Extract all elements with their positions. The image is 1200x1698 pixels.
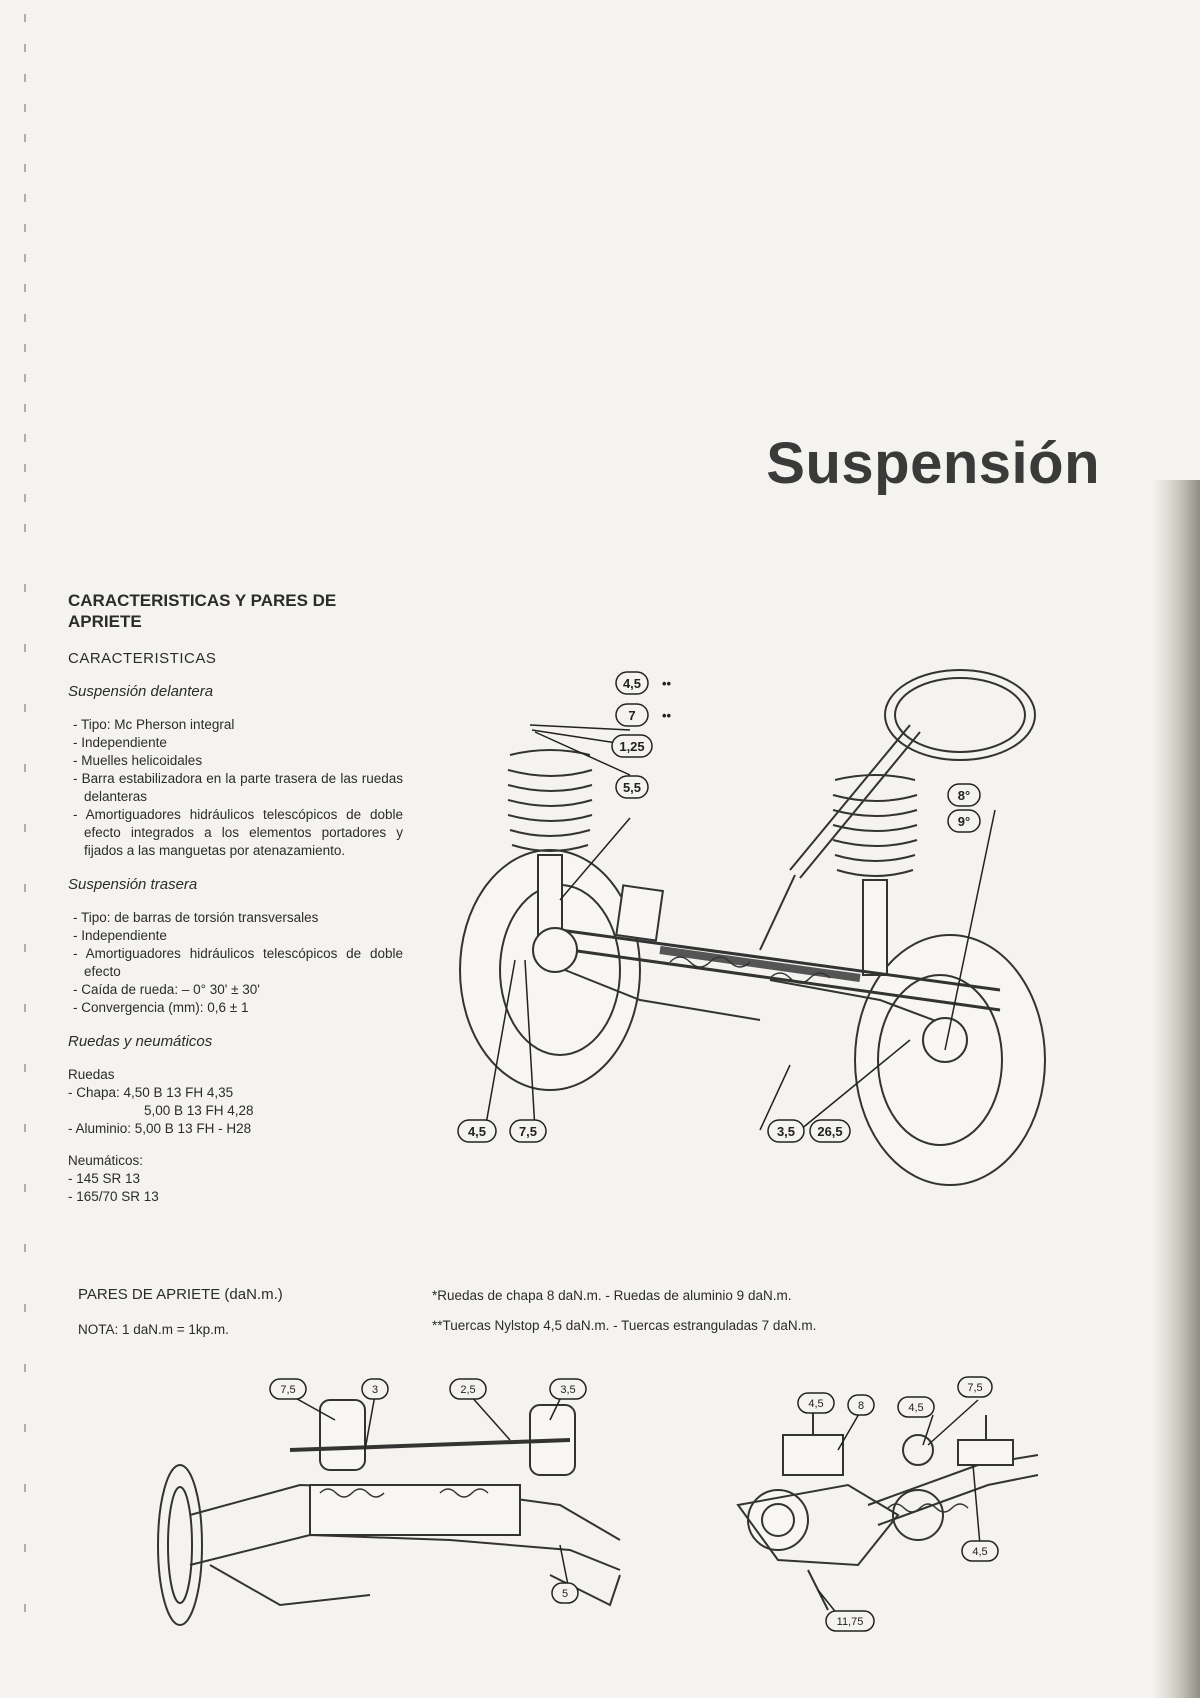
list-item: Tipo: de barras de torsión transversales <box>68 909 403 927</box>
callout-bar-clamp: 3 <box>372 1384 378 1396</box>
rear-suspension-heading: Suspensión trasera <box>68 876 198 893</box>
tyre-1: - 145 SR 13 <box>68 1171 141 1186</box>
callout-rack-bolt: 2,5 <box>460 1384 475 1396</box>
list-item: Tipo: Mc Pherson integral <box>68 716 403 734</box>
list-item: Barra estabilizadora en la parte trasera… <box>68 770 403 806</box>
callout-strut-nut: 1,25 <box>619 739 644 754</box>
list-item: Amortiguadores hidráulicos telescópicos … <box>68 806 403 860</box>
characteristics-column: CARACTERISTICAS Y PARES DE APRIETE CARAC… <box>68 590 403 1206</box>
callout-mount-bolt: 7,5 <box>280 1384 295 1396</box>
callout-balljoint: 7,5 <box>519 1124 537 1139</box>
list-item: Convergencia (mm): 0,6 ± 1 <box>68 999 403 1017</box>
list-item: Independiente <box>68 927 403 945</box>
callout-arm-pivot: 5 <box>562 1588 568 1600</box>
footnote-wheels: *Ruedas de chapa 8 daN.m. - Ruedas de al… <box>432 1288 792 1303</box>
wheel-steel-1: - Chapa: 4,50 B 13 FH 4,35 <box>68 1085 234 1100</box>
binding-holes <box>24 14 26 1612</box>
callout-stars-2: •• <box>662 708 672 723</box>
tyre-2: - 165/70 SR 13 <box>68 1189 159 1204</box>
subframe-diagram: 7,5 3 2,5 3,5 5 <box>157 1378 621 1626</box>
callout-top-nut: 4,5 <box>623 676 641 691</box>
callout-tierod-end: 7,5 <box>967 1382 982 1394</box>
wheel-aluminium: - Aluminio: 5,00 B 13 FH - H28 <box>68 1121 252 1136</box>
page-spine-shadow <box>1152 480 1200 1698</box>
front-suspension-diagram: 4,5 •• 7 •• 1,25 5,5 8° 9° 4,5 7,5 3,5 2… <box>457 669 1046 1186</box>
callout-hub-nut: 26,5 <box>817 1124 842 1139</box>
footnote-nuts: **Tuercas Nylstop 4,5 daN.m. - Tuercas e… <box>432 1318 817 1333</box>
callout-hub-bolt: 4,5 <box>468 1124 486 1139</box>
callout-wheel-steel: 8° <box>958 788 970 803</box>
rear-suspension-list: Tipo: de barras de torsión transversales… <box>68 909 403 1017</box>
list-item: Amortiguadores hidráulicos telescópicos … <box>68 945 403 981</box>
section-heading: CARACTERISTICAS Y PARES DE APRIETE <box>68 591 337 631</box>
front-suspension-heading: Suspensión delantera <box>68 683 214 700</box>
callout-balljoint-nut: 11,75 <box>837 1616 864 1628</box>
wheels-heading: Ruedas y neumáticos <box>68 1033 213 1050</box>
wheels-label: Ruedas <box>68 1067 115 1082</box>
hub-diagram: 4,5 8 4,5 7,5 4,5 11,75 <box>736 1376 1039 1632</box>
callout-frame-bolt: 3,5 <box>560 1384 575 1396</box>
list-item: Muelles helicoidales <box>68 752 403 770</box>
callout-upper-mount: 7 <box>628 708 635 723</box>
callout-clamp-nut: 4,5 <box>972 1546 987 1558</box>
torque-note: NOTA: 1 daN.m = 1kp.m. <box>78 1322 229 1337</box>
page-title: Suspensión <box>766 431 1100 496</box>
callout-stars: •• <box>662 676 672 691</box>
callout-pinch-bolt: 4,5 <box>808 1398 823 1410</box>
callout-rack-mount: 8 <box>858 1400 864 1412</box>
list-item: Caída de rueda: – 0° 30' ± 30' <box>68 981 403 999</box>
wheel-steel-2: 5,00 B 13 FH 4,28 <box>144 1103 254 1118</box>
tyres-label: Neumáticos: <box>68 1153 144 1168</box>
callout-strut-clamp: 5,5 <box>623 780 641 795</box>
subheading: CARACTERISTICAS <box>68 650 217 667</box>
list-item: Independiente <box>68 734 403 752</box>
front-suspension-list: Tipo: Mc Pherson integral Independiente … <box>68 716 403 860</box>
callout-tierod-nut: 4,5 <box>908 1402 923 1414</box>
callout-arm-bolt: 3,5 <box>777 1124 795 1139</box>
callout-wheel-alu: 9° <box>958 814 970 829</box>
torque-heading: PARES DE APRIETE (daN.m.) <box>78 1286 283 1303</box>
